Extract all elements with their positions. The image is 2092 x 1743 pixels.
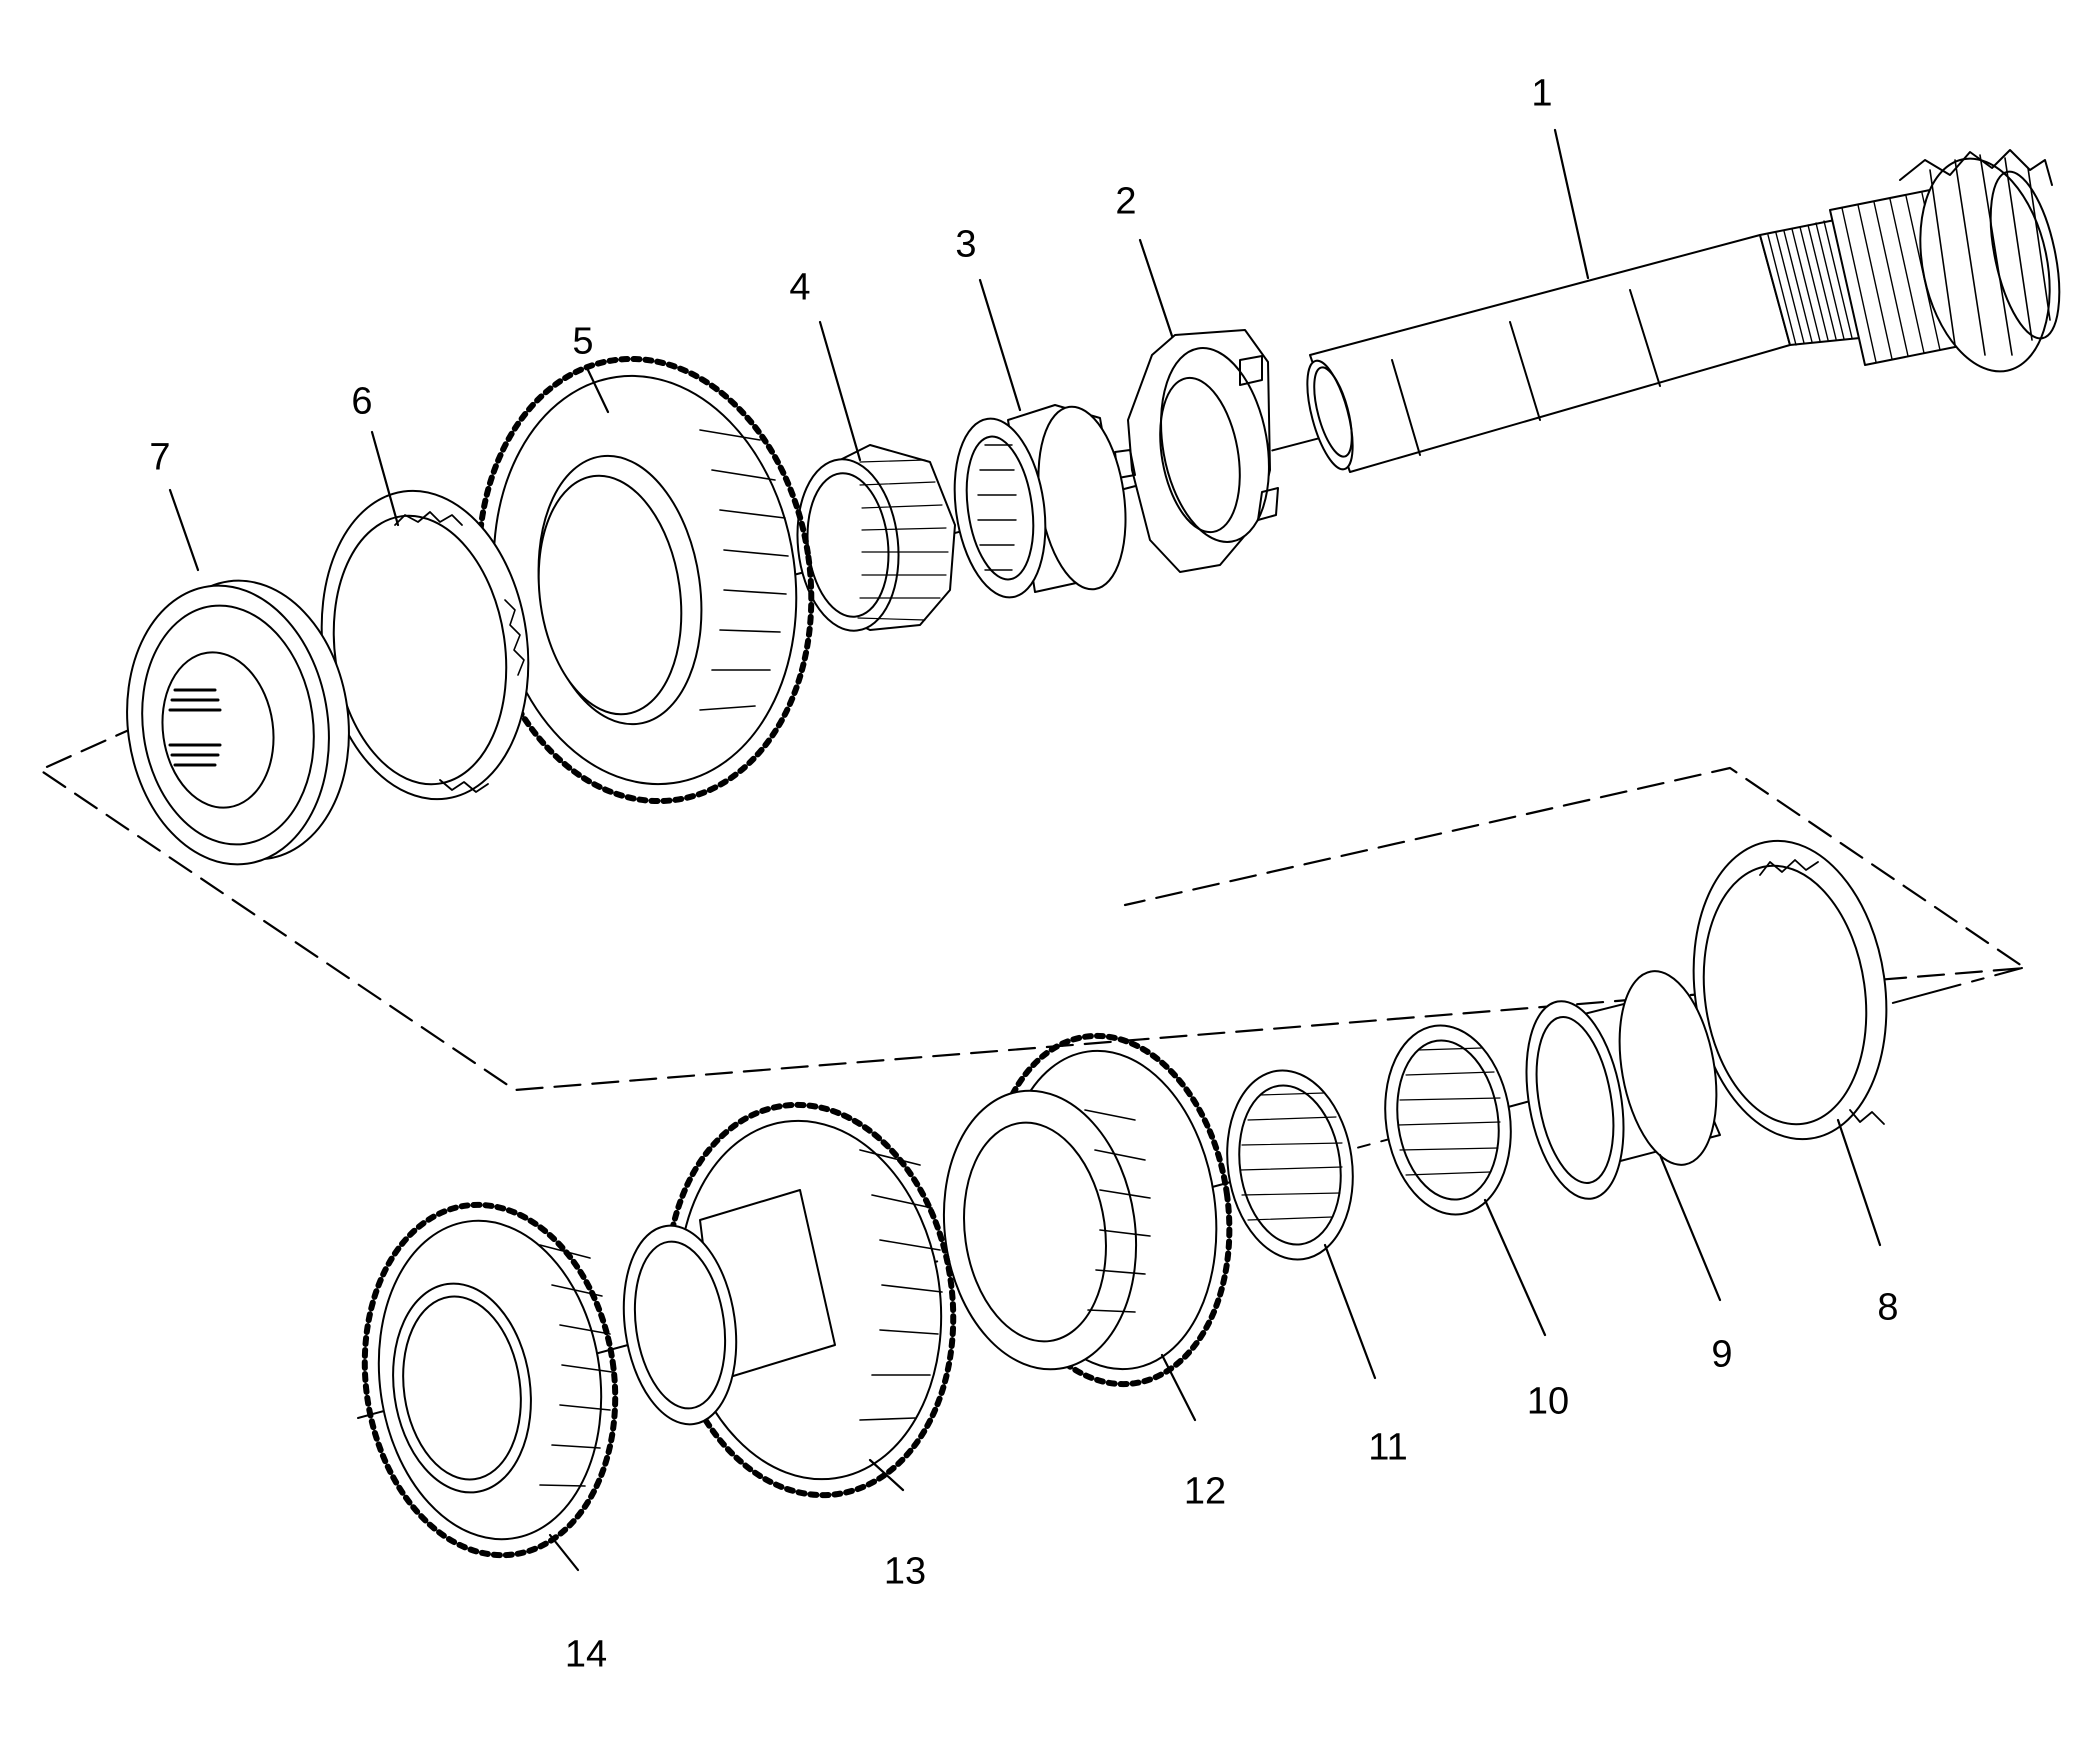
leader-13	[870, 1460, 903, 1490]
label-10: 10	[1526, 1380, 1570, 1423]
label-8: 8	[1877, 1286, 1899, 1329]
part-13-gear-with-hub	[612, 1086, 978, 1514]
label-7: 7	[149, 436, 171, 479]
leader-2	[1140, 240, 1172, 336]
leader-4	[820, 322, 860, 460]
part-7-synchro-hub	[109, 567, 366, 877]
part-1-shaft	[1298, 146, 2072, 473]
leader-9	[1660, 1155, 1720, 1300]
leader-lines	[170, 130, 1880, 1570]
part-4-needle-bearing	[789, 445, 955, 636]
label-6: 6	[351, 380, 373, 423]
part-9-bushing	[1512, 964, 1730, 1207]
label-1: 1	[1531, 72, 1553, 115]
leader-6	[372, 432, 398, 525]
part-12-helical-gear	[926, 1020, 1251, 1399]
label-11: 11	[1368, 1426, 1408, 1469]
leader-3	[980, 280, 1020, 410]
leader-12	[1162, 1355, 1195, 1420]
leader-11	[1325, 1245, 1375, 1378]
label-9: 9	[1711, 1333, 1733, 1376]
label-4: 4	[789, 266, 811, 309]
label-2: 2	[1115, 180, 1137, 223]
part-11-needle-bearing	[1215, 1062, 1364, 1267]
label-14: 14	[564, 1633, 608, 1676]
leader-14	[550, 1535, 578, 1570]
part-10-needle-bearing	[1373, 1017, 1522, 1222]
label-5: 5	[572, 320, 594, 363]
part-5-helical-gear	[451, 337, 840, 823]
label-12: 12	[1183, 1470, 1227, 1513]
part-14-helical-gear	[343, 1188, 638, 1571]
leader-8	[1838, 1120, 1880, 1245]
label-3: 3	[955, 223, 977, 266]
leader-7	[170, 490, 198, 570]
leader-1	[1555, 130, 1588, 278]
part-2-notched-washer	[1115, 330, 1283, 572]
part-3-splined-sleeve	[944, 401, 1136, 603]
dashed-frame	[40, 725, 2025, 1090]
part-8-blocker-ring	[1675, 828, 1905, 1152]
leader-10	[1485, 1200, 1545, 1335]
label-13: 13	[883, 1550, 927, 1593]
leader-5	[588, 370, 608, 412]
